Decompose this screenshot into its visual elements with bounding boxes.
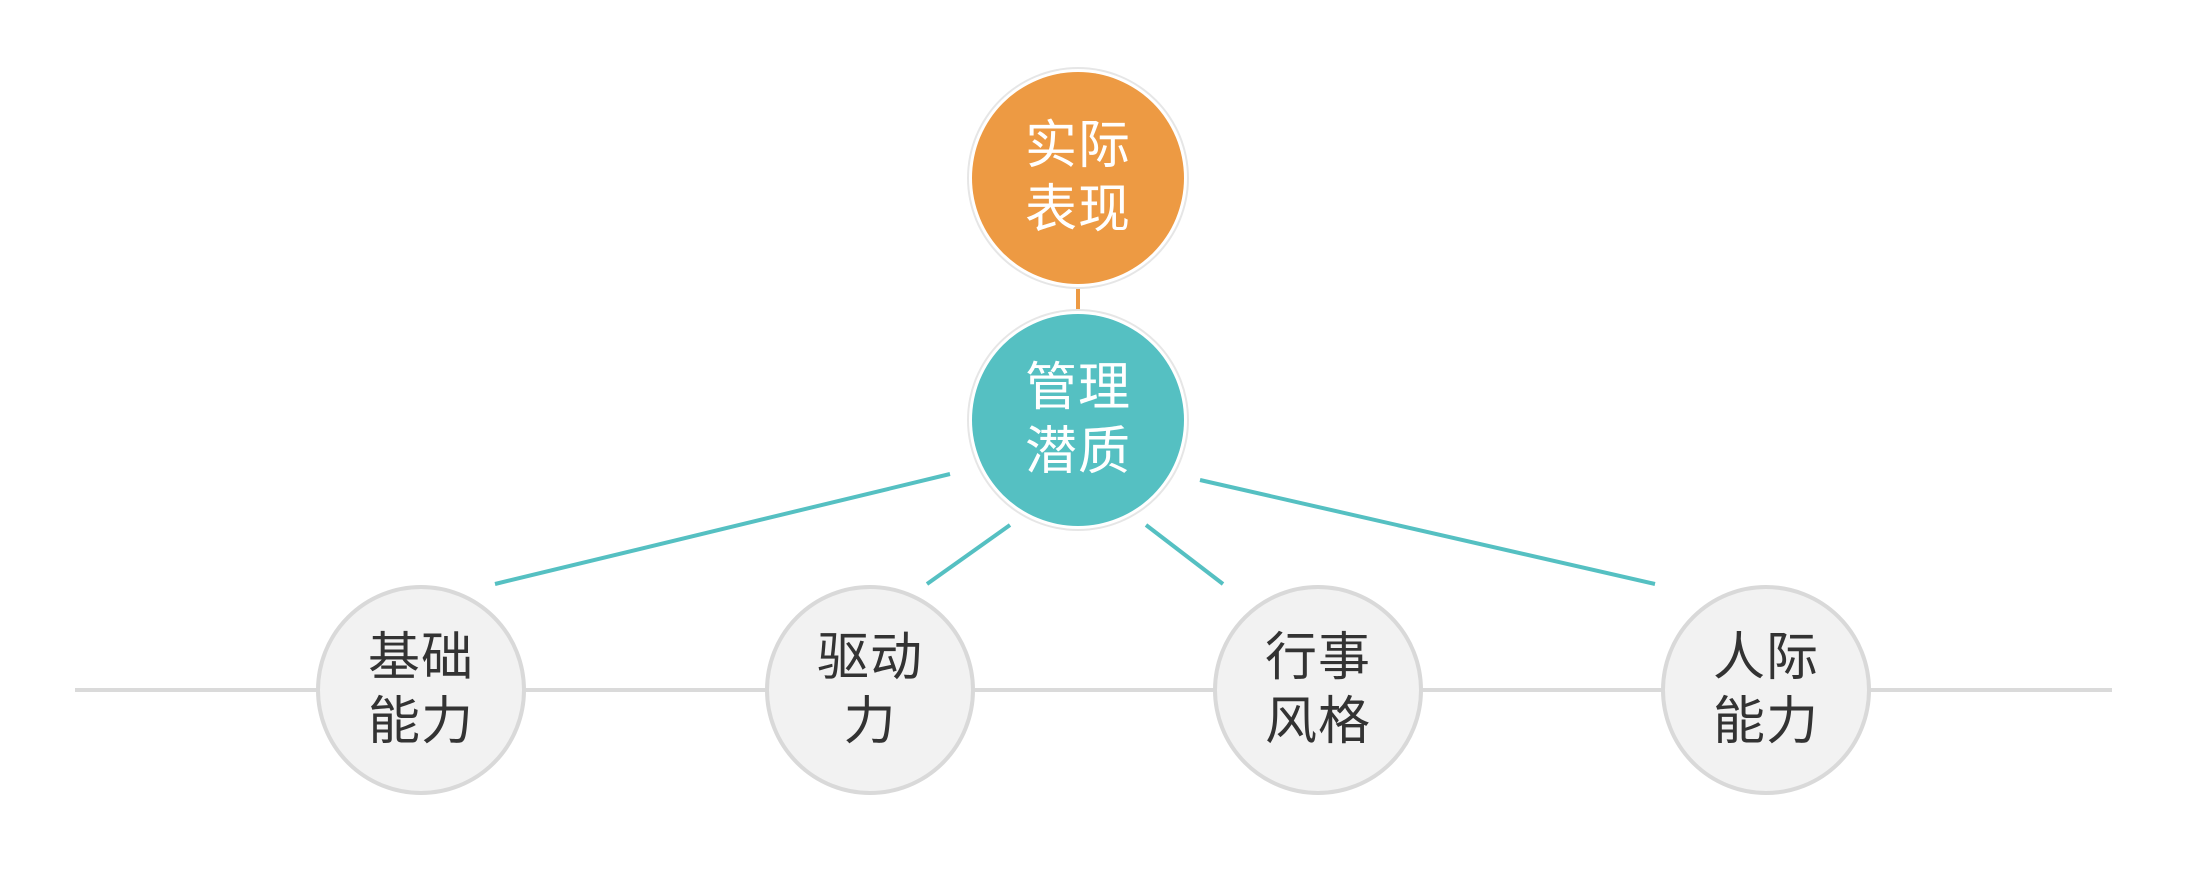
node-drive-line2: 力 [843, 692, 897, 752]
node-management-potential-line1: 管理 [1024, 358, 1131, 418]
node-interpersonal-ability-line1: 人际 [1712, 628, 1819, 688]
node-work-style-label: 行事 风格 [1265, 626, 1371, 754]
node-management-potential-label: 管理 潜质 [1025, 356, 1131, 484]
connector-mid-interpersonal [1199, 478, 1656, 586]
node-basic-ability-label: 基础 能力 [368, 626, 474, 754]
node-management-potential-line2: 潜质 [1024, 422, 1131, 482]
node-work-style-line1: 行事 [1264, 628, 1371, 688]
node-interpersonal-ability-label: 人际 能力 [1713, 626, 1819, 754]
node-basic-ability-line1: 基础 [367, 628, 474, 688]
node-management-potential: 管理 潜质 [972, 314, 1184, 526]
node-interpersonal-ability: 人际 能力 [1661, 585, 1871, 795]
connector-mid-drive [925, 523, 1012, 586]
connector-mid-basic [494, 472, 951, 586]
node-basic-ability: 基础 能力 [316, 585, 526, 795]
node-drive-line1: 驱动 [816, 628, 923, 688]
connector-mid-style [1144, 523, 1225, 586]
node-actual-performance-label: 实际 表现 [1025, 114, 1131, 242]
node-interpersonal-ability-line2: 能力 [1712, 692, 1819, 752]
node-work-style-line2: 风格 [1264, 692, 1371, 752]
node-basic-ability-line2: 能力 [367, 692, 474, 752]
node-drive: 驱动 力 [765, 585, 975, 795]
node-work-style: 行事 风格 [1213, 585, 1423, 795]
node-actual-performance-line2: 表现 [1024, 180, 1131, 240]
node-drive-label: 驱动 力 [817, 626, 923, 754]
node-actual-performance-line1: 实际 [1024, 116, 1131, 176]
node-actual-performance: 实际 表现 [972, 72, 1184, 284]
